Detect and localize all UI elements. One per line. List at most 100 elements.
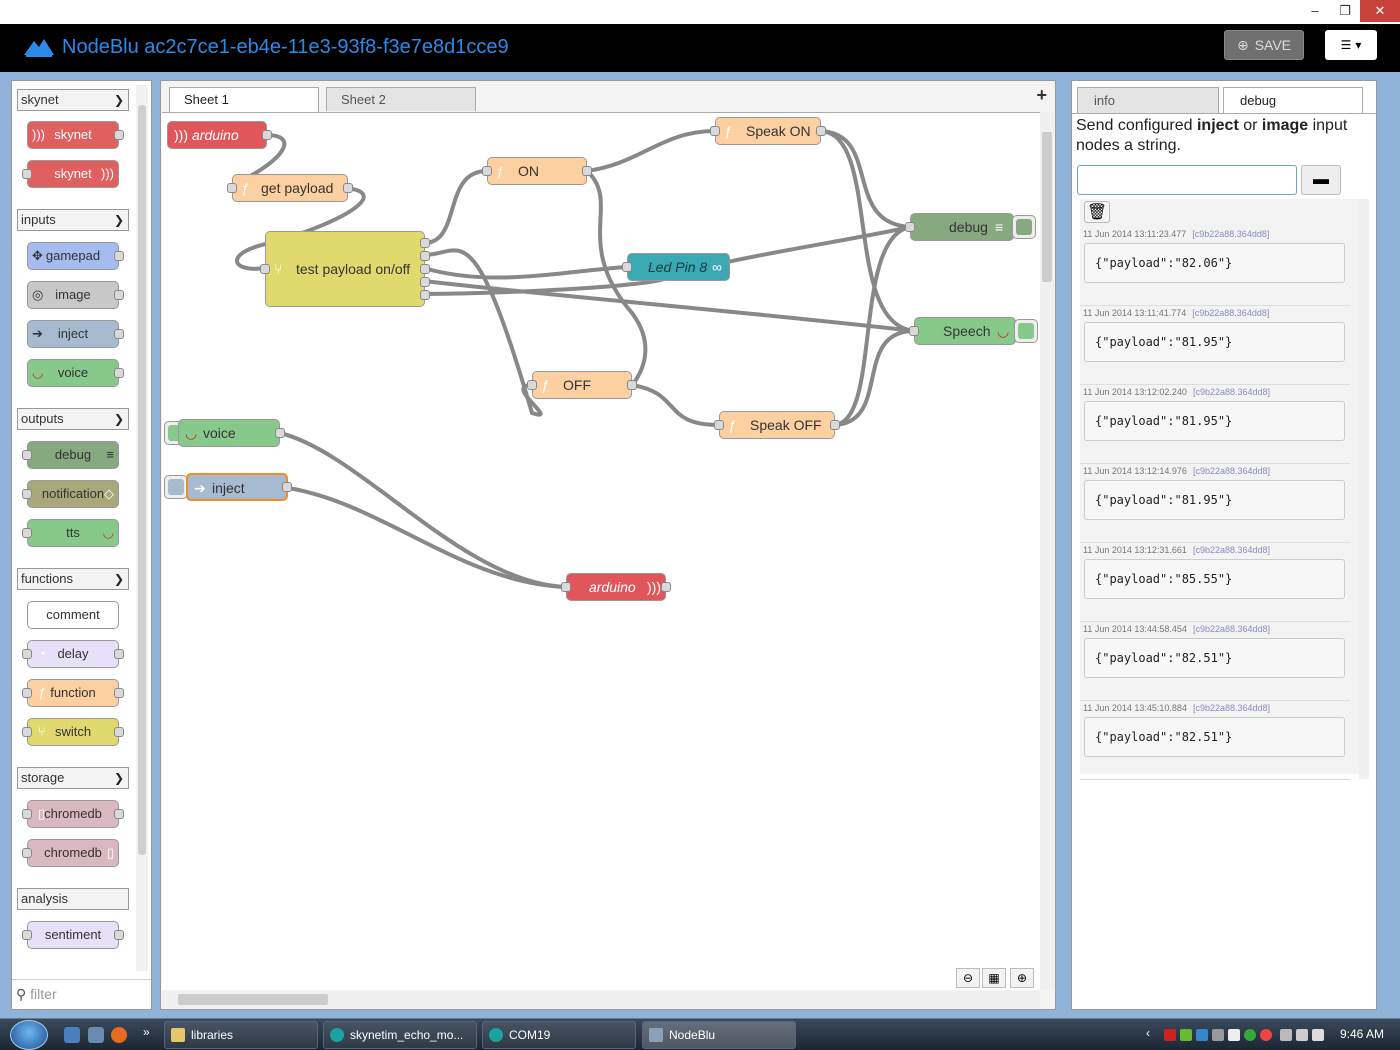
output-port[interactable] bbox=[262, 130, 272, 140]
debug-string-input[interactable] bbox=[1077, 165, 1297, 195]
output-port[interactable] bbox=[275, 428, 285, 438]
acrobat-icon[interactable] bbox=[1164, 1029, 1176, 1041]
input-port[interactable] bbox=[22, 727, 32, 737]
palette-node-comment[interactable]: comment bbox=[27, 601, 119, 629]
show-desktop-icon[interactable] bbox=[64, 1027, 80, 1043]
message-node-id[interactable]: [c9b22a88.364dd8] bbox=[1192, 229, 1270, 239]
message-node-id[interactable]: [c9b22a88.364dd8] bbox=[1192, 545, 1271, 555]
zoom-out-button[interactable]: ⊖ bbox=[956, 968, 980, 988]
palette-node-image[interactable]: ◎image bbox=[27, 281, 124, 309]
node-inject[interactable]: ➔inject bbox=[186, 473, 292, 501]
node-debug[interactable]: debug≡ bbox=[905, 213, 1014, 241]
dropbox-icon[interactable] bbox=[1196, 1029, 1208, 1041]
debug-log-scrollbar[interactable] bbox=[1359, 199, 1369, 779]
palette-node-chromedb-in[interactable]: ▯chromedb bbox=[22, 800, 124, 828]
output-port[interactable] bbox=[420, 277, 430, 287]
input-port[interactable] bbox=[714, 420, 724, 430]
output-port[interactable] bbox=[114, 329, 124, 339]
input-port[interactable] bbox=[22, 930, 32, 940]
output-port[interactable] bbox=[114, 649, 124, 659]
start-button[interactable] bbox=[10, 1020, 48, 1050]
input-port[interactable] bbox=[909, 326, 919, 336]
chrome-icon[interactable] bbox=[1260, 1029, 1272, 1041]
output-port[interactable] bbox=[830, 420, 840, 430]
palette-node-debug[interactable]: debug≡ bbox=[22, 441, 119, 469]
node-arduino-input[interactable]: )))arduino bbox=[167, 121, 272, 149]
input-port[interactable] bbox=[22, 450, 32, 460]
tab-sheet-2[interactable]: Sheet 2 bbox=[326, 87, 476, 111]
output-port[interactable] bbox=[114, 727, 124, 737]
category-outputs[interactable]: outputs❯ bbox=[17, 408, 129, 430]
output-port[interactable] bbox=[114, 290, 124, 300]
output-port[interactable] bbox=[343, 183, 353, 193]
input-port[interactable] bbox=[22, 489, 32, 499]
workspace-horizontal-thumb[interactable] bbox=[178, 994, 328, 1005]
output-port[interactable] bbox=[420, 251, 430, 261]
output-port[interactable] bbox=[661, 582, 671, 592]
workspace-horizontal-scrollbar[interactable] bbox=[162, 990, 1040, 1008]
palette-node-chromedb-out[interactable]: chromedb▯ bbox=[22, 839, 119, 867]
input-port[interactable] bbox=[622, 262, 632, 272]
save-button[interactable]: ⊕ SAVE bbox=[1224, 30, 1304, 60]
category-storage[interactable]: storage❯ bbox=[17, 767, 129, 789]
output-port[interactable] bbox=[114, 368, 124, 378]
palette-node-switch[interactable]: ⑂switch bbox=[22, 718, 124, 746]
node-led-pin-8[interactable]: Led Pin 8∞ bbox=[622, 253, 730, 281]
palette-node-inject[interactable]: ➔inject bbox=[27, 320, 124, 348]
message-node-id[interactable]: [c9b22a88.364dd8] bbox=[1192, 308, 1270, 318]
add-sheet-button[interactable]: + bbox=[1036, 85, 1047, 105]
tab-info[interactable]: info bbox=[1077, 87, 1219, 113]
input-port[interactable] bbox=[905, 222, 915, 232]
tray-expand-icon[interactable]: ‹ bbox=[1146, 1026, 1150, 1040]
output-port[interactable] bbox=[114, 130, 124, 140]
palette-node-notification[interactable]: notification◇ bbox=[22, 480, 119, 508]
output-port[interactable] bbox=[114, 688, 124, 698]
palette-node-gamepad[interactable]: ✥gamepad bbox=[27, 242, 124, 270]
palette-node-voice[interactable]: ◡voice bbox=[27, 359, 124, 387]
zoom-reset-button[interactable]: ▦ bbox=[982, 968, 1006, 988]
category-analysis[interactable]: analysis bbox=[17, 888, 129, 910]
palette-node-tts[interactable]: tts◡ bbox=[22, 519, 119, 547]
output-port[interactable] bbox=[627, 380, 637, 390]
category-functions[interactable]: functions❯ bbox=[17, 568, 129, 590]
output-port[interactable] bbox=[114, 930, 124, 940]
palette-node-skynet-in[interactable]: )))skynet bbox=[27, 121, 124, 149]
tab-sheet-1[interactable]: Sheet 1 bbox=[169, 87, 319, 113]
output-port[interactable] bbox=[114, 809, 124, 819]
task-skynetim-echo[interactable]: skynetim_echo_mo... bbox=[323, 1021, 477, 1049]
palette-scroll-thumb[interactable] bbox=[138, 105, 146, 855]
category-skynet[interactable]: skynet❯ bbox=[17, 89, 129, 111]
workspace-vertical-thumb[interactable] bbox=[1042, 132, 1052, 282]
speech-toggle-button[interactable] bbox=[1014, 319, 1038, 343]
tray-app-icon[interactable] bbox=[1212, 1029, 1224, 1041]
input-port[interactable] bbox=[22, 528, 32, 538]
firefox-icon[interactable] bbox=[111, 1027, 127, 1043]
palette-filter[interactable]: ⚲ filter bbox=[12, 979, 151, 1009]
message-node-id[interactable]: [c9b22a88.364dd8] bbox=[1192, 387, 1271, 397]
output-port[interactable] bbox=[114, 251, 124, 261]
notification-bell-icon[interactable] bbox=[1228, 1029, 1240, 1041]
workspace-vertical-scrollbar[interactable] bbox=[1040, 112, 1054, 990]
node-voice[interactable]: ◡voice bbox=[178, 419, 285, 447]
message-node-id[interactable]: [c9b22a88.364dd8] bbox=[1192, 466, 1271, 476]
input-port[interactable] bbox=[561, 582, 571, 592]
input-port[interactable] bbox=[22, 169, 32, 179]
input-port[interactable] bbox=[482, 166, 492, 176]
minimize-button[interactable]: – bbox=[1311, 3, 1319, 18]
output-port[interactable] bbox=[420, 238, 430, 248]
input-port[interactable] bbox=[227, 183, 237, 193]
node-test-payload-switch[interactable]: ⑂test payload on/off bbox=[260, 231, 430, 307]
input-port[interactable] bbox=[527, 380, 537, 390]
input-port[interactable] bbox=[22, 809, 32, 819]
task-libraries[interactable]: libraries bbox=[164, 1021, 318, 1049]
palette-node-sentiment[interactable]: sentiment bbox=[22, 921, 124, 949]
message-node-id[interactable]: [c9b22a88.364dd8] bbox=[1192, 703, 1271, 713]
more-chevron-icon[interactable]: » bbox=[143, 1025, 150, 1039]
network-icon[interactable] bbox=[1280, 1029, 1292, 1041]
zoom-in-button[interactable]: ⊕ bbox=[1010, 968, 1034, 988]
